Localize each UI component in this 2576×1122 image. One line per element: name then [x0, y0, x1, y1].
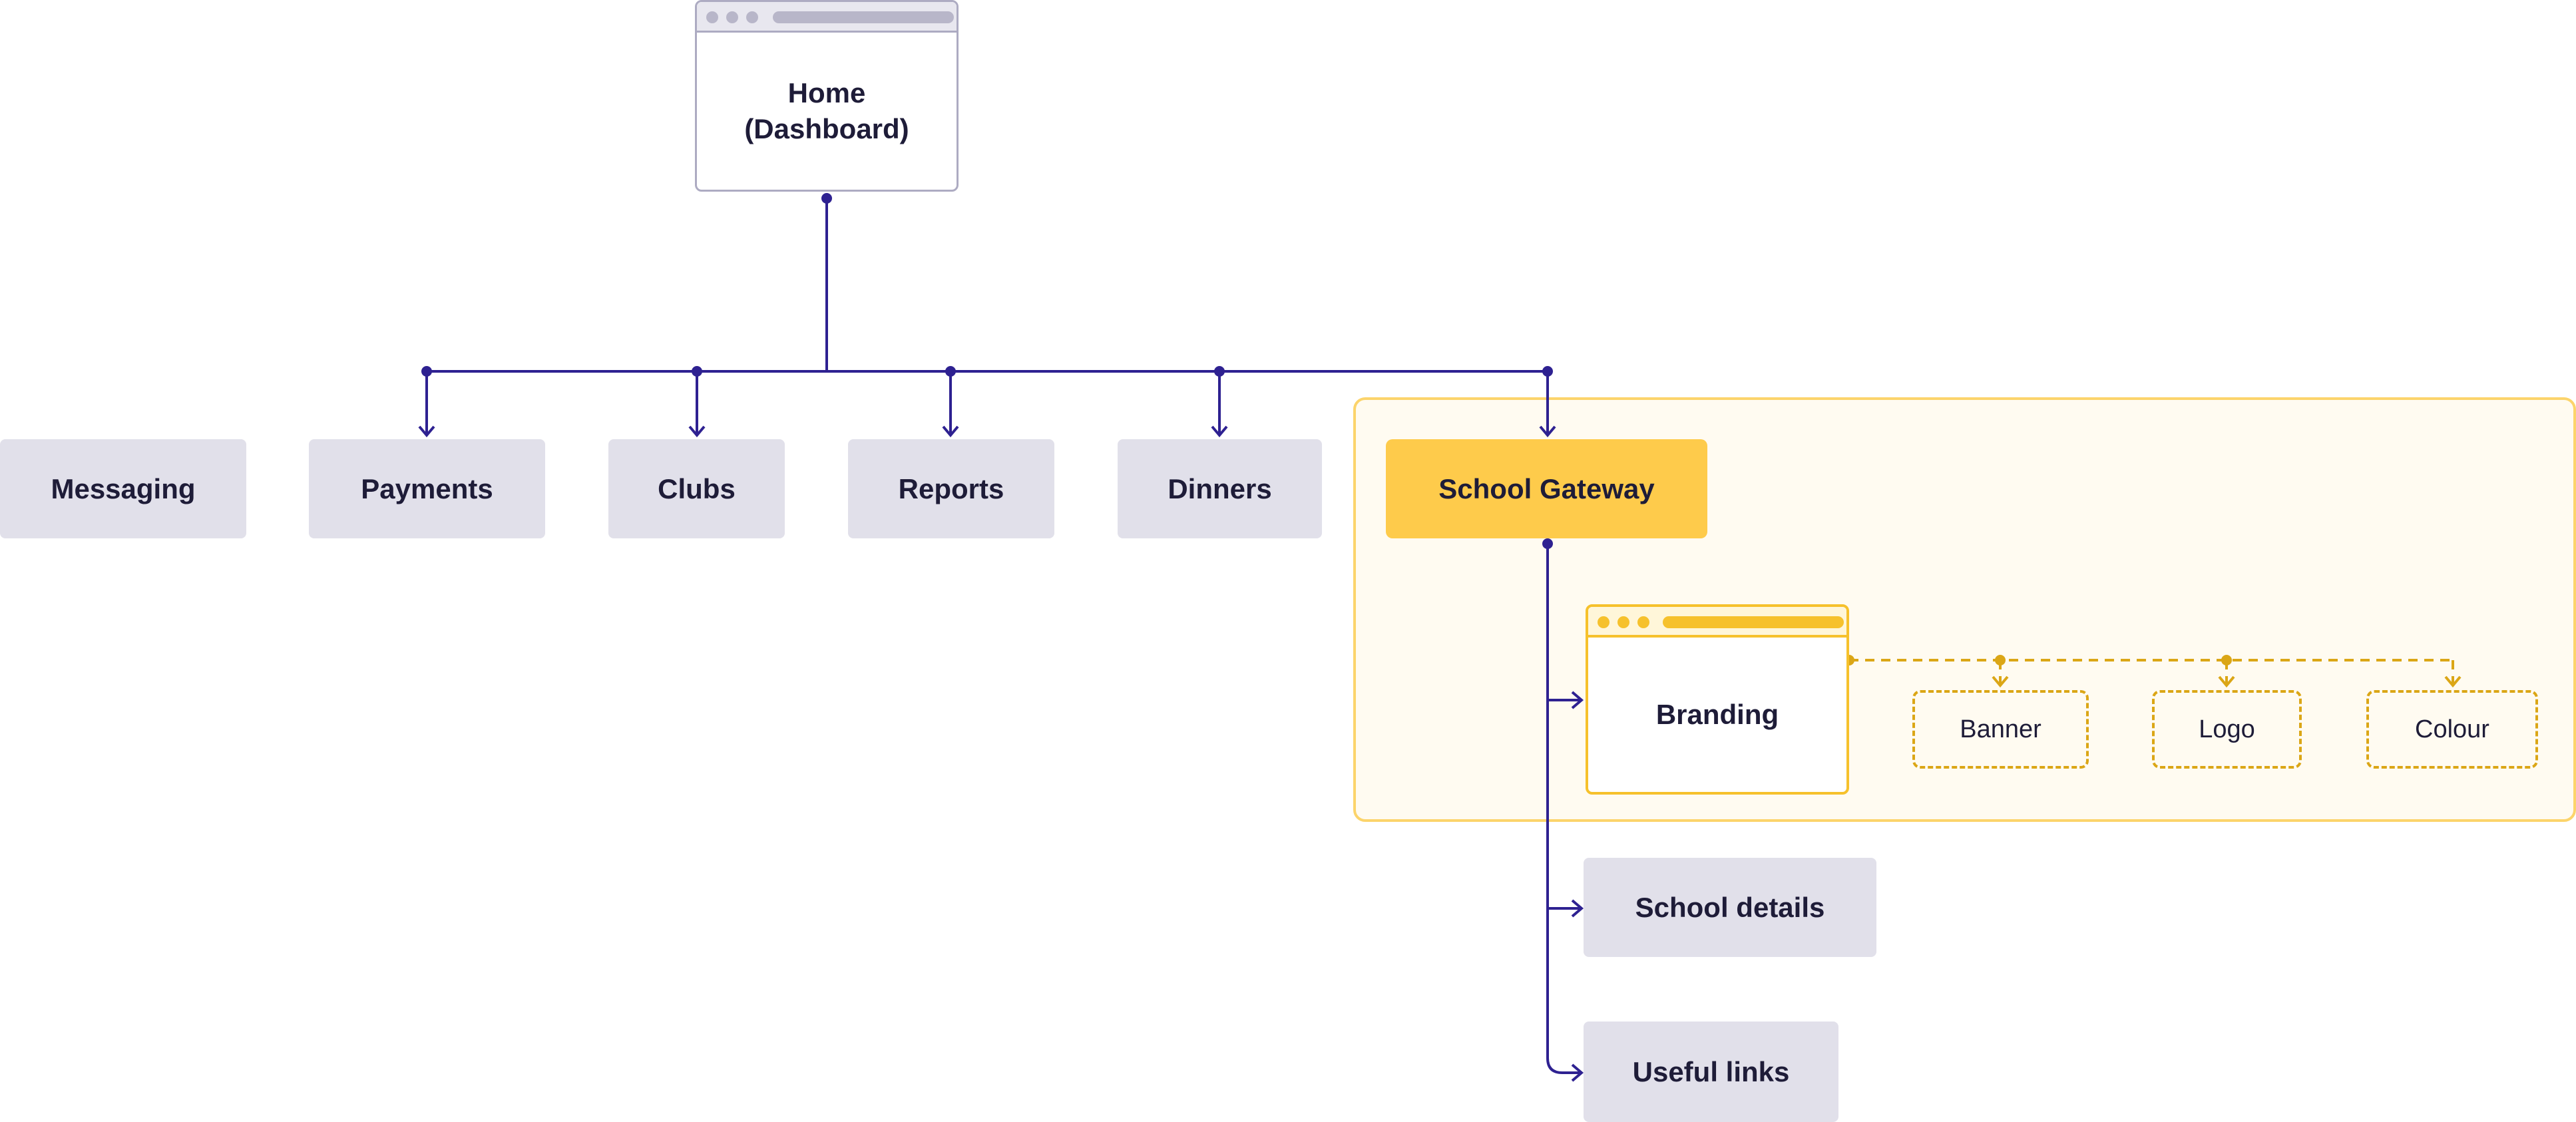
arrow-right-school-details — [1571, 899, 1584, 918]
branding-page[interactable]: Branding — [1586, 604, 1849, 795]
arrow-right-useful-links — [1571, 1063, 1584, 1082]
window-dot-icon — [726, 11, 738, 23]
option-logo[interactable]: Logo — [2152, 690, 2302, 769]
window-dot-icon — [1637, 616, 1649, 628]
options-arrow-logo — [2218, 675, 2235, 688]
address-bar — [773, 11, 954, 23]
node-messaging[interactable]: Messaging — [0, 439, 246, 538]
window-dot-icon — [706, 11, 718, 23]
arrow-down-clubs — [688, 425, 706, 438]
home-title: Home — [787, 77, 866, 108]
home-dashboard-page[interactable]: Home (Dashboard) — [695, 0, 959, 192]
home-label: Home (Dashboard) — [697, 33, 957, 190]
home-subtitle: (Dashboard) — [744, 113, 909, 144]
node-payments[interactable]: Payments — [309, 439, 545, 538]
node-reports[interactable]: Reports — [848, 439, 1054, 538]
node-school-details[interactable]: School details — [1584, 858, 1876, 957]
window-dot-icon — [746, 11, 758, 23]
arrow-down-school-gateway — [1539, 425, 1556, 438]
branding-label: Branding — [1655, 699, 1779, 730]
option-banner[interactable]: Banner — [1912, 690, 2089, 769]
node-useful-links[interactable]: Useful links — [1584, 1022, 1838, 1122]
browser-bar — [697, 2, 957, 33]
options-arrow-colour — [2444, 675, 2462, 688]
node-school-gateway[interactable]: School Gateway — [1386, 439, 1707, 538]
address-bar — [1663, 616, 1844, 628]
window-dot-icon — [1617, 616, 1629, 628]
arrow-down-payments — [418, 425, 435, 438]
browser-bar — [1588, 607, 1846, 638]
options-arrow-banner — [1992, 675, 2009, 688]
arrow-right-branding — [1571, 691, 1584, 709]
arrow-down-reports — [942, 425, 959, 438]
option-colour[interactable]: Colour — [2366, 690, 2538, 769]
window-dot-icon — [1598, 616, 1610, 628]
home-connector-dot — [821, 193, 832, 204]
arrow-down-dinners — [1211, 425, 1228, 438]
useful-links-corner-line — [1546, 1057, 1580, 1074]
node-clubs[interactable]: Clubs — [608, 439, 785, 538]
node-dinners[interactable]: Dinners — [1118, 439, 1322, 538]
